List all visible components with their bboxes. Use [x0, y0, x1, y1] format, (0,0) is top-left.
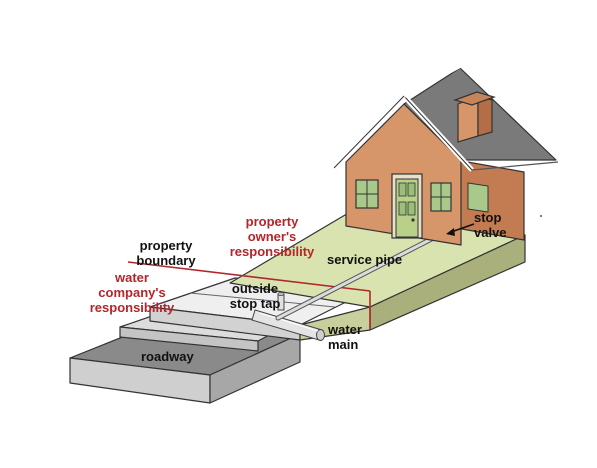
house — [332, 64, 559, 246]
water-main-label: water main — [328, 322, 362, 352]
property-boundary-label: property boundary — [136, 238, 196, 268]
window-left — [355, 179, 379, 209]
window-right — [430, 182, 452, 212]
outside-stop-tap-label: outside stop tap — [229, 281, 281, 311]
water-main-pipe — [251, 309, 325, 341]
outside-stop-tap — [277, 291, 285, 311]
water-company-responsibility-label: water company's responsibility — [89, 270, 175, 315]
property-boundary-line — [127, 261, 371, 328]
stop-valve-label: stop valve — [474, 210, 507, 240]
service-pipe-label: service pipe — [327, 252, 403, 267]
front-door — [391, 173, 423, 239]
roadway-label: roadway — [141, 349, 194, 364]
stop-valve-pointer — [446, 223, 475, 236]
service-pipe — [275, 229, 448, 321]
property-owners-responsibility-label: property owner's responsibility — [229, 214, 315, 259]
side-window — [467, 182, 489, 213]
